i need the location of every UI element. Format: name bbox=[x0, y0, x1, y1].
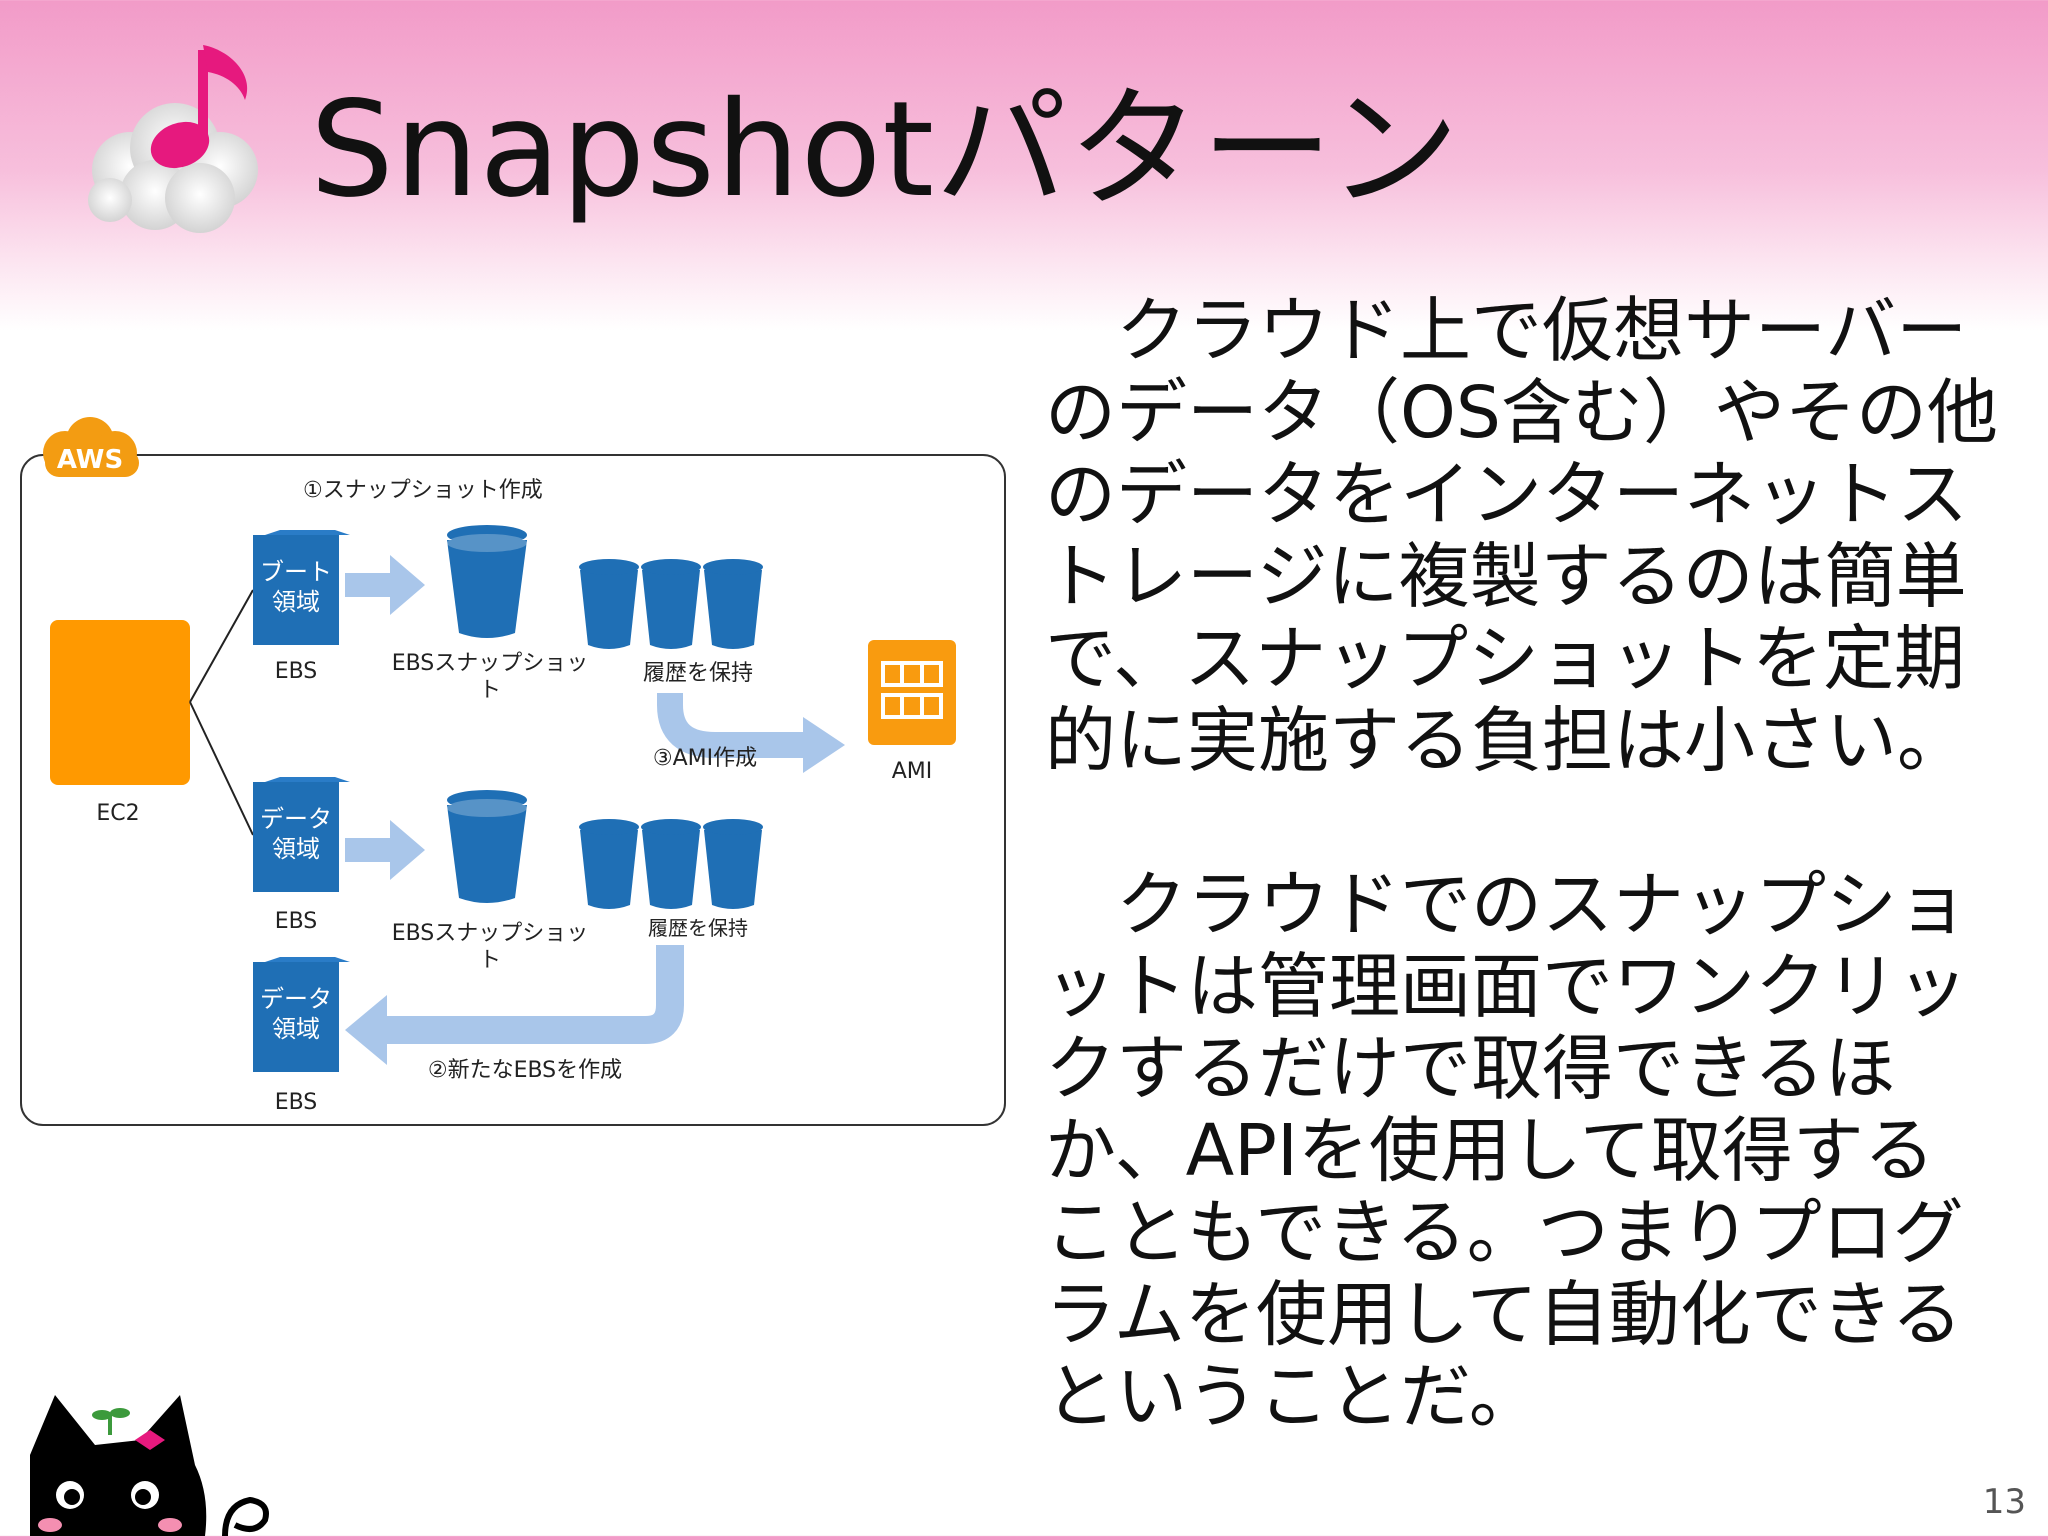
history-label: 履歴を保持 bbox=[643, 661, 753, 686]
step2-label: ②新たなEBSを作成 bbox=[428, 1058, 622, 1083]
ebs-snapshot-bucket bbox=[447, 790, 527, 903]
step3-label: ③AMI作成 bbox=[653, 746, 757, 771]
music-note-cloud-logo bbox=[70, 30, 280, 240]
history-buckets bbox=[579, 819, 763, 909]
history-buckets bbox=[579, 559, 763, 649]
data-volume-ebs: データ 領域 bbox=[253, 777, 350, 892]
svg-text:領域: 領域 bbox=[272, 1015, 320, 1043]
black-cat-mascot-icon bbox=[10, 1385, 280, 1537]
step1-label: ①スナップショット作成 bbox=[303, 478, 543, 503]
svg-text:データ: データ bbox=[260, 985, 332, 1013]
boot-volume-ebs: ブート 領域 bbox=[253, 530, 350, 645]
paragraph-1: クラウド上で仮想サーバーのデータ（OS含む）やその他のデータをインターネットスト… bbox=[1045, 289, 1998, 782]
aws-snapshot-diagram: AWS ①スナップショット作成 EC2 ブート 領域 EBS EBSスナップショ… bbox=[15, 405, 1015, 1135]
svg-text:データ: データ bbox=[260, 805, 332, 833]
svg-text:ブート: ブート bbox=[260, 558, 332, 586]
ec2-label: EC2 bbox=[96, 801, 139, 826]
ami-label: AMI bbox=[892, 759, 933, 784]
ebs-snapshot-bucket bbox=[447, 525, 527, 638]
ebs-label: EBS bbox=[275, 1090, 318, 1115]
paragraph-2: クラウドでのスナップショットは管理画面でワンクリックするだけで取得できるほか、A… bbox=[1045, 863, 1969, 1438]
svg-text:EBSスナップショッ: EBSスナップショッ bbox=[392, 651, 589, 676]
new-data-volume-ebs: データ 領域 bbox=[253, 957, 350, 1072]
slide-title: Snapshotパターン bbox=[310, 73, 1461, 227]
svg-text:EBSスナップショッ: EBSスナップショッ bbox=[392, 921, 589, 946]
body-text: クラウド上で仮想サーバーのデータ（OS含む）やその他のデータをインターネットスト… bbox=[1045, 290, 2005, 1438]
svg-text:ト: ト bbox=[479, 678, 501, 703]
page-number: 13 bbox=[1982, 1482, 2026, 1522]
ebs-label: EBS bbox=[275, 659, 318, 684]
ebs-label: EBS bbox=[275, 909, 318, 934]
ec2-instance bbox=[50, 620, 190, 785]
aws-badge-label: AWS bbox=[57, 445, 123, 475]
svg-text:領域: 領域 bbox=[272, 588, 320, 616]
history-label: 履歴を保持 bbox=[648, 916, 748, 940]
ami-icon bbox=[868, 640, 956, 745]
svg-text:領域: 領域 bbox=[272, 835, 320, 863]
aws-cloud-icon: AWS bbox=[43, 417, 139, 477]
svg-text:ト: ト bbox=[479, 948, 501, 973]
